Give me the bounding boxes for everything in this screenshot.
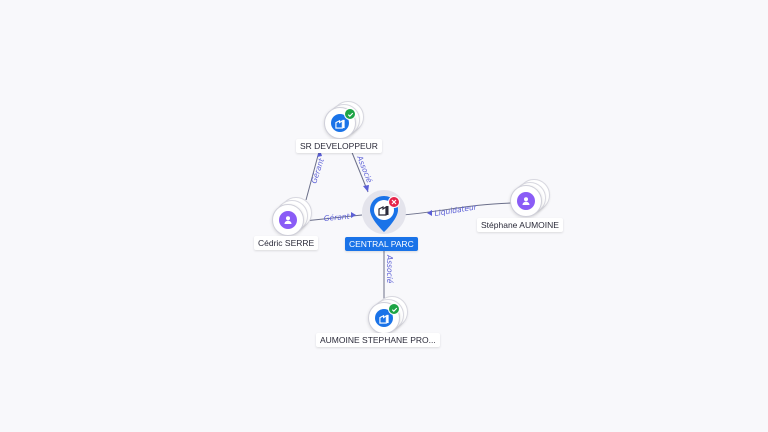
node-label-stephane-aumoine[interactable]: Stéphane AUMOINE bbox=[477, 218, 563, 232]
node-aumoine-stephane-pro[interactable] bbox=[366, 295, 410, 335]
node-label-aumoine-stephane-pro[interactable]: AUMOINE STEPHANE PRO... bbox=[316, 333, 440, 347]
edge-label-associe-2: Associé bbox=[385, 254, 394, 284]
arrow-icon bbox=[427, 210, 432, 216]
edge-sr-central: Associé bbox=[350, 149, 374, 193]
node-label-cedric-serre[interactable]: Cédric SERRE bbox=[254, 236, 319, 250]
person-icon bbox=[279, 211, 297, 229]
arrow-icon bbox=[363, 185, 369, 192]
node-disc bbox=[510, 185, 542, 217]
check-icon bbox=[344, 108, 356, 120]
close-icon bbox=[388, 196, 400, 208]
edge-label-gerant-2: Gérant bbox=[323, 212, 351, 223]
node-cedric-serre[interactable] bbox=[270, 196, 314, 236]
edge-stephane-central: Liquidateur bbox=[401, 202, 513, 218]
building-icon bbox=[375, 309, 393, 327]
edge-label-associe-1: Associé bbox=[355, 153, 374, 184]
building-icon bbox=[331, 114, 349, 132]
check-icon bbox=[388, 303, 400, 315]
edge-label-liquidateur: Liquidateur bbox=[434, 202, 478, 218]
person-icon bbox=[517, 192, 535, 210]
edge-cedric-central: Gérant bbox=[303, 212, 363, 223]
arrow-icon bbox=[317, 150, 322, 157]
node-label-sr-developpeur[interactable]: SR DEVELOPPEUR bbox=[296, 139, 382, 153]
node-sr-developpeur[interactable] bbox=[322, 100, 366, 140]
node-stephane-aumoine[interactable] bbox=[506, 178, 552, 218]
edge-cedric-sr: Gérant bbox=[305, 147, 326, 201]
node-central-parc[interactable] bbox=[362, 190, 408, 240]
node-disc bbox=[324, 107, 356, 139]
edge-label-gerant-1: Gérant bbox=[309, 156, 326, 184]
arrow-icon bbox=[351, 212, 356, 218]
node-label-central-parc[interactable]: CENTRAL PARC bbox=[345, 237, 418, 251]
node-disc bbox=[272, 204, 304, 236]
map-pin-icon bbox=[362, 190, 406, 234]
